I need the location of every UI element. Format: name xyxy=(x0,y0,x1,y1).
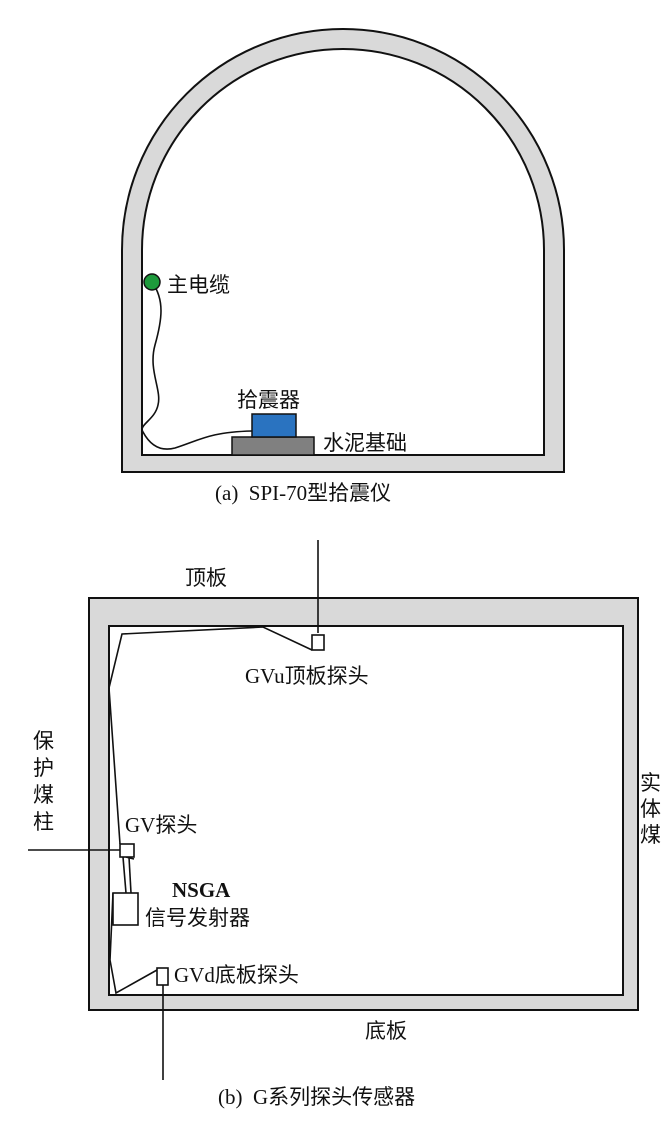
label-pillar: 保 护 煤 柱 xyxy=(33,729,54,834)
roof-probe-box xyxy=(311,634,325,651)
label-gv-probe: GV探头 xyxy=(125,813,197,837)
label-floor: 底板 xyxy=(365,1019,407,1043)
floor-probe-box xyxy=(156,967,169,986)
label-solid-coal: 实 体 煤 xyxy=(640,771,661,847)
svg-text:体: 体 xyxy=(640,797,661,821)
main-cable-line xyxy=(141,281,253,450)
label-floor-probe: GVd底板探头 xyxy=(174,963,299,987)
tunnel-arch xyxy=(121,28,565,473)
svg-text:柱: 柱 xyxy=(33,810,54,834)
gv-probe-box xyxy=(119,843,135,858)
main-cable-dot xyxy=(143,273,161,291)
svg-text:实: 实 xyxy=(640,771,661,795)
caption-a: (a) SPI-70型拾震仪 xyxy=(215,481,391,505)
svg-text:护: 护 xyxy=(33,756,54,780)
roadway-inner xyxy=(108,625,624,996)
cement-foundation xyxy=(231,436,315,456)
svg-text:保: 保 xyxy=(33,729,54,753)
nsga-transmitter-box xyxy=(112,892,139,926)
svg-text:煤: 煤 xyxy=(33,783,54,807)
label-transmitter: 信号发射器 xyxy=(145,906,250,930)
label-roof: 顶板 xyxy=(185,566,227,590)
label-nsga: NSGA xyxy=(172,878,231,902)
seismometer-box xyxy=(251,413,297,438)
svg-text:煤: 煤 xyxy=(640,823,661,847)
label-seismometer: 拾震器 xyxy=(237,388,300,412)
caption-b: (b) G系列探头传感器 xyxy=(218,1085,415,1109)
label-roof-probe: GVu顶板探头 xyxy=(245,664,369,688)
label-main-cable: 主电缆 xyxy=(167,273,230,297)
label-foundation: 水泥基础 xyxy=(323,431,407,455)
